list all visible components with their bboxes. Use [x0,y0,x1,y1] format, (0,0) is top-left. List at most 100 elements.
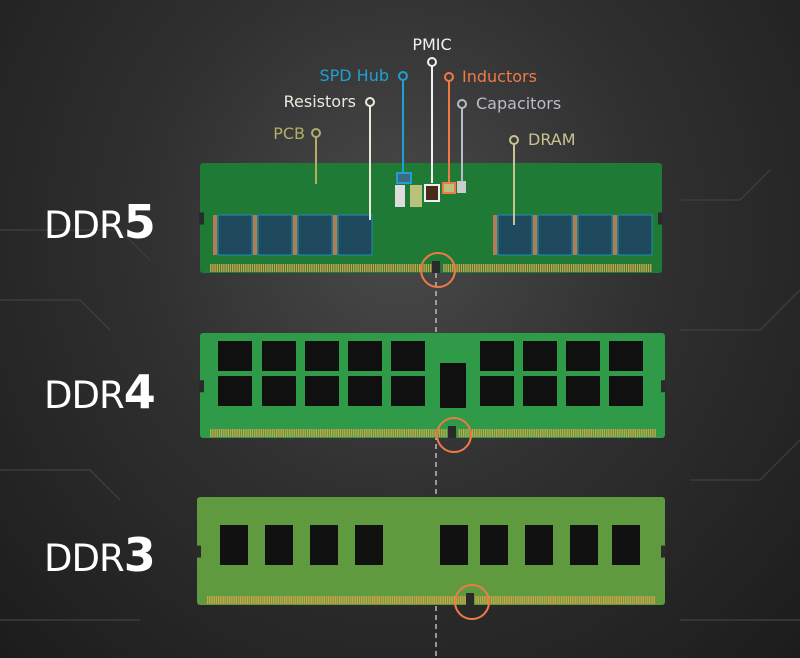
gold-pin [491,429,493,437]
gold-pin [295,596,297,604]
gold-pin [312,596,314,604]
gold-pin [322,429,324,437]
gold-pin [273,596,275,604]
gold-pin [486,596,488,604]
spd-hub-marker [398,71,408,81]
gold-pin [331,264,333,272]
gold-pin [614,596,616,604]
gold-pin [365,596,367,604]
gold-pin [270,596,273,604]
gold-pin [479,596,482,604]
gold-pin [551,264,553,272]
gold-pin [298,429,300,437]
ddr3-title: DDR3 [44,528,156,582]
gold-pin [392,429,394,437]
gold-pin [487,264,489,272]
gold-pin [225,264,227,272]
gold-pin [631,596,633,604]
gold-pin [358,596,361,604]
gold-pin [388,264,390,272]
gold-pin [391,596,394,604]
gold-pin [487,429,489,437]
gold-pin [409,596,411,604]
gold-pin [607,596,609,604]
gold-pin [254,264,256,272]
gold-pin [207,596,209,604]
gold-pin [497,596,499,604]
ddr3-module [196,497,666,605]
gold-pin [223,264,225,272]
gold-pin [386,429,388,437]
gold-pin [524,429,526,437]
gold-pin [299,596,301,604]
gold-pin [333,429,335,437]
gold-pin [471,264,474,272]
gold-pin [566,429,568,437]
dram-chip [348,341,382,371]
gold-pin [649,596,651,604]
gold-pin [452,264,454,272]
resistor-array [533,215,537,255]
gold-pin [343,596,345,604]
gold-pin [456,264,458,272]
gold-pin [590,429,592,437]
gold-pin [438,429,441,437]
gold-pin [209,596,211,604]
gold-pin [427,264,430,272]
gold-pin [654,429,656,437]
gold-pin [592,429,595,437]
gold-pin [577,264,579,272]
gold-pin [523,596,526,604]
gold-pin [642,596,644,604]
gold-pin [216,429,218,437]
gold-pin [238,264,240,272]
key-notch [432,261,440,273]
capacitors-label: Capacitors [476,94,561,113]
gold-pin [394,264,397,272]
gold-pin [231,596,233,604]
gold-pin [570,264,573,272]
gold-pin [264,596,266,604]
gold-pin [322,264,324,272]
gold-pin [389,596,391,604]
gold-pin [251,429,254,437]
gold-pin [592,596,594,604]
gold-pin [213,596,215,604]
gold-pin [259,596,262,604]
gold-pin [267,264,269,272]
gold-pin [281,596,284,604]
gold-pin [240,596,242,604]
gold-pin [317,596,319,604]
circuit-trace [680,169,771,201]
gold-pin [412,264,414,272]
dram-chip [218,341,252,371]
gold-pin [644,596,647,604]
gold-pin [453,596,455,604]
gold-pin [383,429,386,437]
gold-pin [225,429,227,437]
gold-pin [559,429,562,437]
gold-pin [244,596,246,604]
gold-pin [517,596,519,604]
gold-pin [339,264,342,272]
gold-pin [271,429,273,437]
gold-pin [240,429,243,437]
gold-pin [234,429,236,437]
gold-pin [541,596,543,604]
gold-pin [619,429,621,437]
gold-pin [641,429,643,437]
gold-pin [643,264,645,272]
gold-pin [398,596,400,604]
gold-pin [222,596,224,604]
gold-pin [344,264,346,272]
gold-pin [628,264,630,272]
gold-pin [300,264,302,272]
pcb-label: PCB [273,124,305,143]
inductors-label: Inductors [462,67,537,86]
pmic-label: PMIC [412,35,451,54]
gold-pin [408,264,410,272]
gold-pin [462,596,464,604]
gold-pin [573,264,575,272]
gold-pin [500,264,502,272]
gold-pin [377,429,379,437]
